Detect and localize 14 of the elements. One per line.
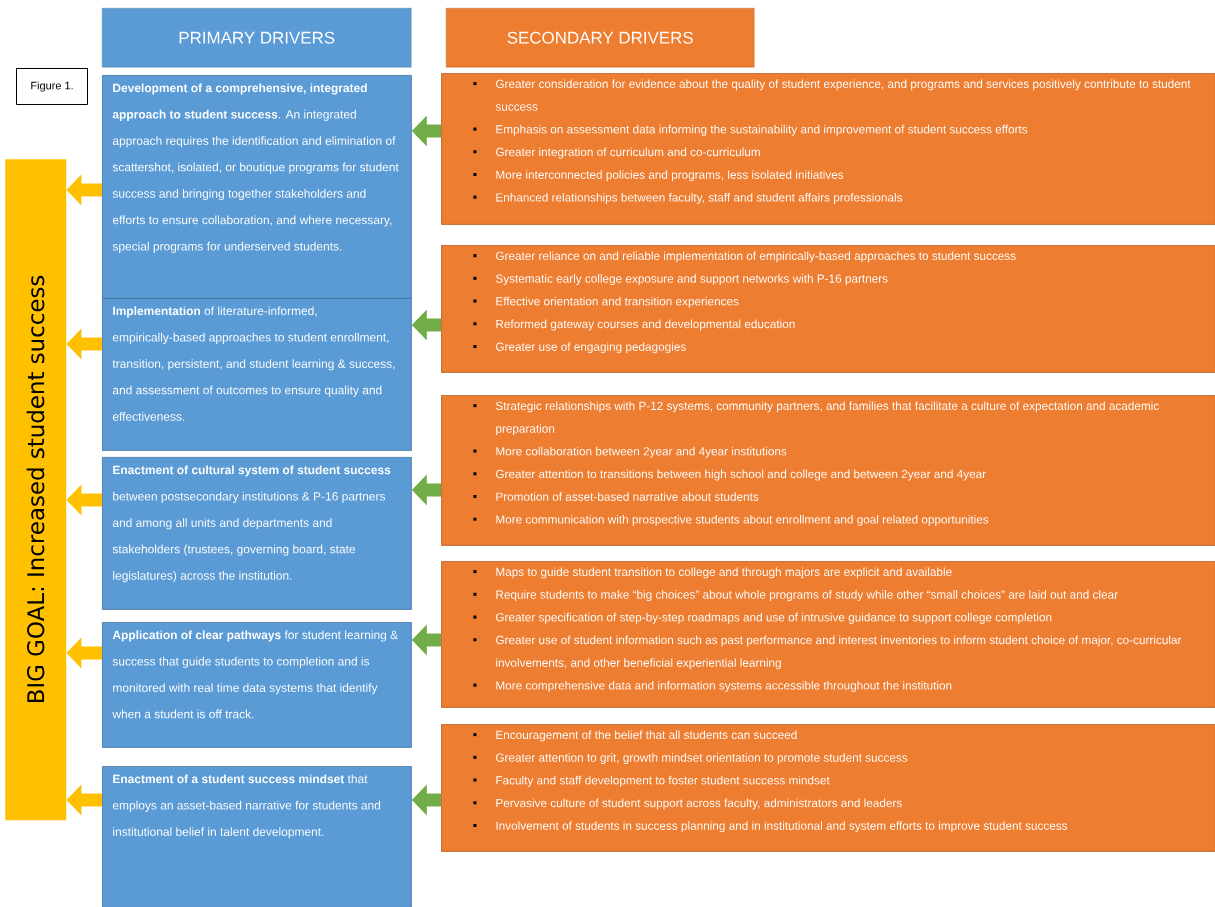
header-box: PRIMARY DRIVERS <box>102 8 412 68</box>
driver-list-box: Encouragement of the belief that all students can succeed Greater attention to grit, growth mindset orientation to promote student success Faculty and staff development to foster student success mindset Pervasive culture of student support across faculty, administrators and leaders Involvement of students in success planning and in institutional and system efforts to improve student success <box>441 724 1215 852</box>
goal-banner: BIG GOAL: Increased student success <box>5 159 67 821</box>
driver-box: Enactment of cultural system of student success between postsecondary institutions & P-16 partners and among all units and departments and stakeholders (trustees, governing board, state legislatures) across the institution. <box>102 457 412 610</box>
driver-list-box: Maps to guide student transition to college and through majors are explicit and available Require students to make “big choices” about whole programs of study while other “small choices” are laid out and clear Greater specification of step-by-step roadmaps and use of intrusive guidance to support college completion Greater use of student information such as past performance and interest inventories to inform student choice of major, co-curricular involvements, and other beneficial experiential learning More comprehensive data and information systems accessible throughout the institution <box>441 561 1215 708</box>
driver-list-box: Greater reliance on and reliable implementation of empirically-based approaches to student success Systematic early college exposure and support networks with P-16 partners Effective orientation and transition experiences Reformed gateway courses and developmental education Greater use of engaging pedagogies <box>441 245 1215 373</box>
header-box: SECONDARY DRIVERS <box>446 8 755 68</box>
figure-label-box: Figure 1. <box>16 68 88 105</box>
driver-box: Implementation of literature-informed, empirically-based approaches to student enrollment, transition, persistent, and student learning & success, and assessment of outcomes to ensure quality and effectiveness. <box>102 298 412 451</box>
driver-box: Application of clear pathways for student learning & success that guide students to completion and is monitored with real time data systems that identify when a student is off track. <box>102 622 412 748</box>
driver-box: Development of a comprehensive, integrated approach to student success. An integrated approach requires the identification and elimination of scattershot, isolated, or boutique programs for student success and bringing together stakeholders and efforts to ensure collaboration, and where necessary, special programs for underserved students. <box>102 75 412 299</box>
driver-list-box: Greater consideration for evidence about the quality of student experience, and programs and services positively contribute to student success Emphasis on assessment data informing the sustainability and improvement of student success efforts Greater integration of curriculum and co-curriculum More interconnected policies and programs, less isolated initiatives Enhanced relationships between faculty, staff and student affairs professionals <box>441 73 1215 225</box>
driver-list-box: Strategic relationships with P-12 systems, community partners, and families that facilitate a culture of expectation and academic preparation More collaboration between 2year and 4year institutions Greater attention to transitions between high school and college and between 2year and 4year Promotion of asset-based narrative about students More communication with prospective students about enrollment and goal related opportunities <box>441 395 1215 546</box>
driver-box: Enactment of a student success mindset that employs an asset-based narrative for students and institutional belief in talent development. <box>102 766 412 907</box>
